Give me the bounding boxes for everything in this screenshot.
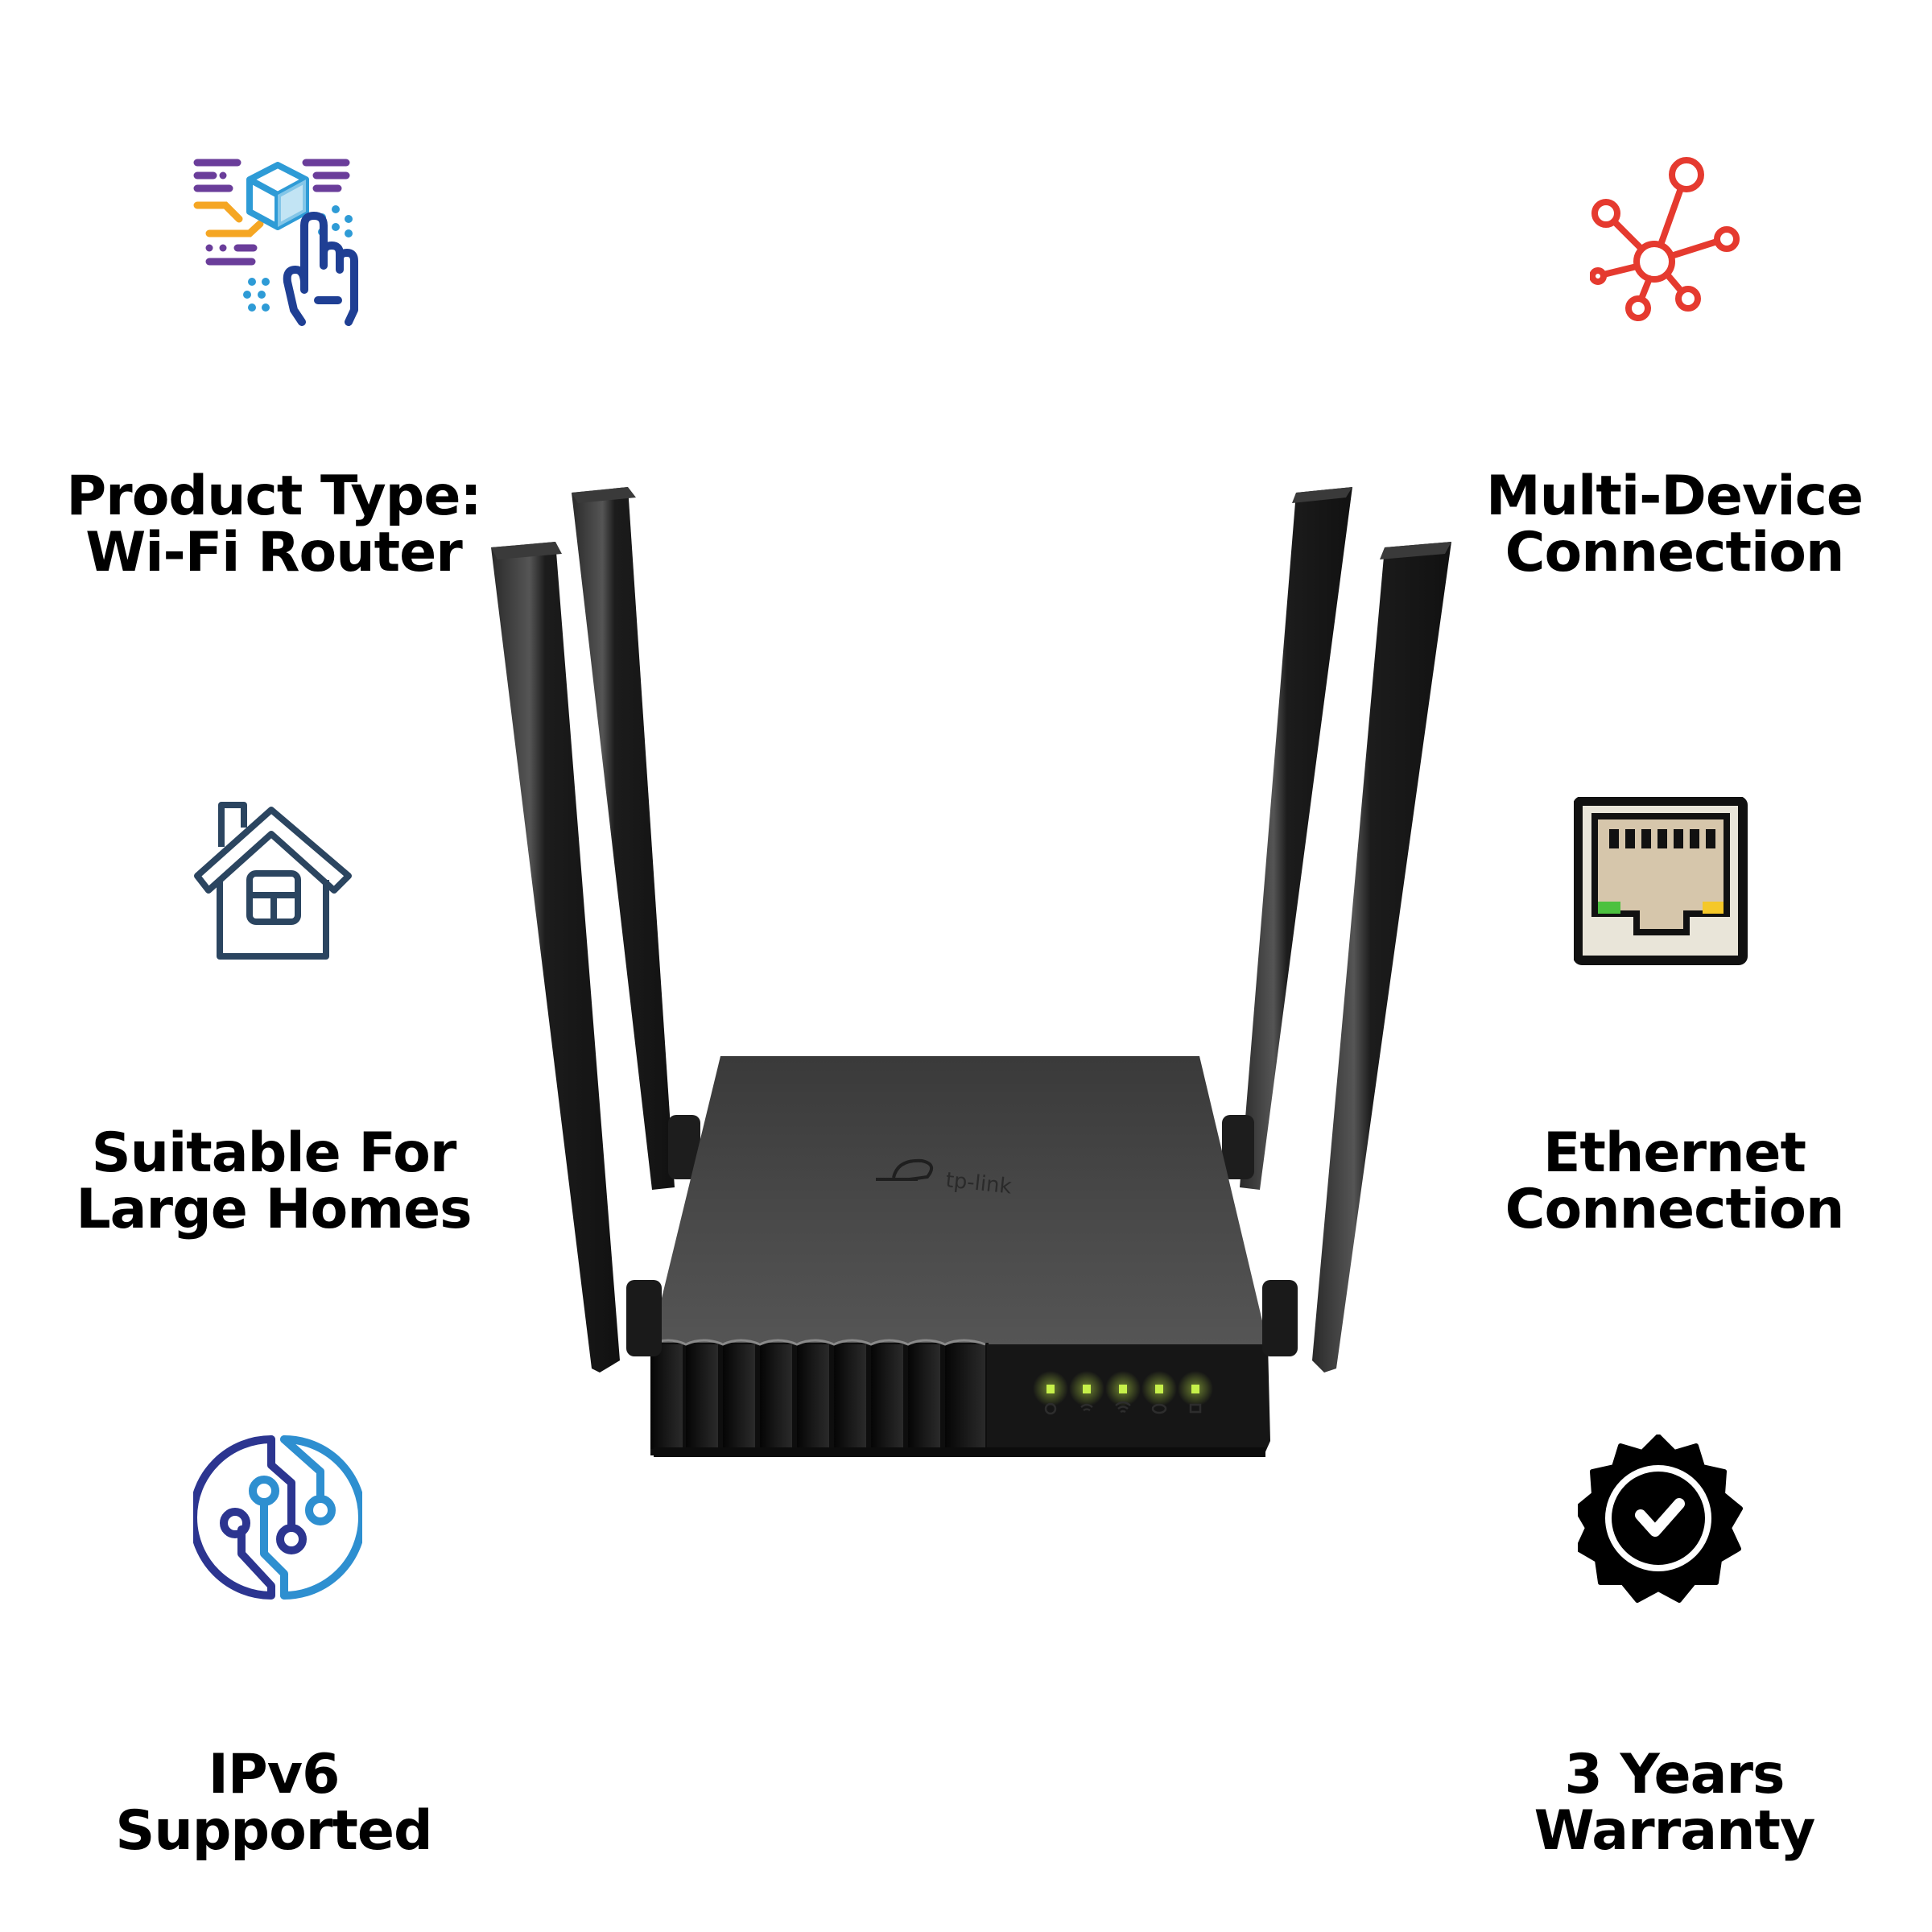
led-lan (1191, 1385, 1199, 1393)
wifi-2g-icon (1080, 1403, 1093, 1412)
feature-line-1: Suitable For (91, 1121, 457, 1185)
feature-line-1: IPv6 (208, 1743, 341, 1806)
status-leds (1033, 1371, 1213, 1406)
lan-icon (1189, 1403, 1202, 1414)
feature-line-1: 3 Years (1564, 1743, 1785, 1806)
antenna-back-right (1240, 487, 1352, 1190)
feature-line-2: Warranty (1534, 1799, 1816, 1863)
feature-label-product-type: Product Type: Wi-Fi Router (64, 469, 483, 581)
power-icon (1044, 1402, 1057, 1415)
network-nodes-icon (1589, 157, 1767, 334)
tp-link-logo (876, 1158, 934, 1181)
feature-line-2: Connection (1505, 1178, 1845, 1241)
antenna-front-right (1312, 542, 1451, 1373)
ethernet-port-icon (1573, 796, 1751, 974)
feature-label-large-homes: Suitable For Large Homes (64, 1125, 483, 1238)
feature-label-warranty: 3 Years Warranty (1465, 1747, 1884, 1860)
antenna-front-left (491, 542, 620, 1373)
antenna-back-left (572, 487, 675, 1190)
feature-line-1: Multi-Device (1485, 464, 1864, 528)
feature-line-2: Connection (1505, 521, 1845, 584)
house-icon (189, 797, 358, 966)
feature-line-1: Product Type: (66, 464, 481, 528)
feature-label-ipv6: IPv6 Supported (64, 1747, 483, 1860)
router-top (650, 1056, 1268, 1344)
router-front-vents (650, 1339, 989, 1455)
wifi-5g-icon (1115, 1401, 1131, 1414)
led-wifi-5g (1119, 1385, 1127, 1393)
feature-line-2: Large Homes (76, 1178, 472, 1241)
feature-label-ethernet: Ethernet Connection (1465, 1125, 1884, 1238)
led-wifi-2g (1083, 1385, 1091, 1393)
feature-line-2: Wi-Fi Router (85, 521, 463, 584)
feature-line-1: Ethernet (1542, 1121, 1806, 1185)
led-internet (1155, 1385, 1163, 1393)
feature-line-2: Supported (115, 1799, 432, 1863)
product-type-icon (189, 153, 366, 330)
warranty-badge-icon (1574, 1434, 1747, 1604)
feature-label-multi-device: Multi-Device Connection (1465, 469, 1884, 581)
led-power (1046, 1385, 1055, 1393)
internet-icon (1151, 1403, 1167, 1414)
